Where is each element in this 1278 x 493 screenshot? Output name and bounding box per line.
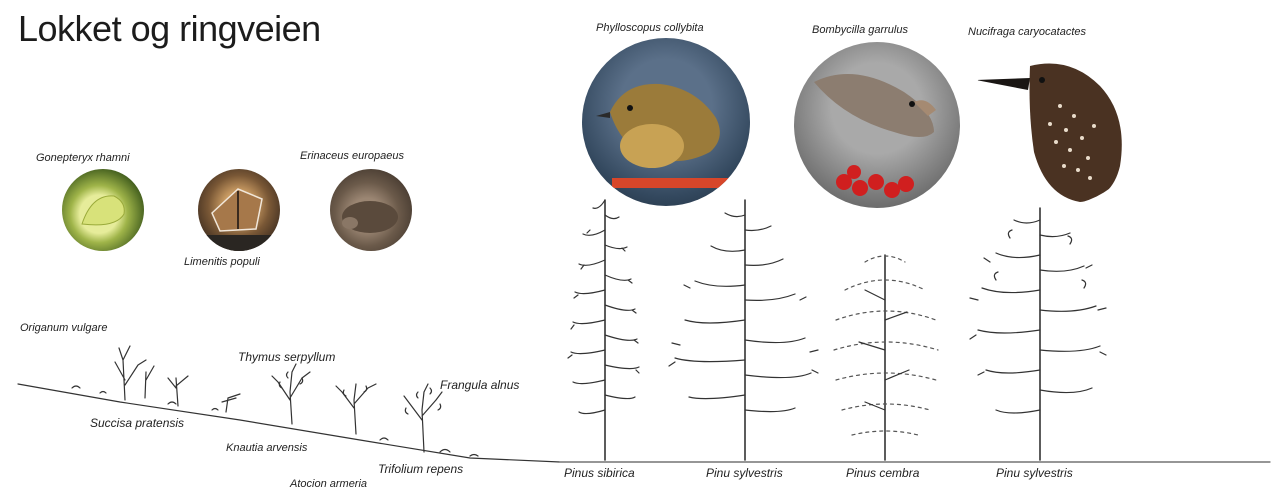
- waxwing-photo: [794, 42, 960, 208]
- tree-pinus-cembra: [834, 255, 938, 460]
- label-knautia-arvensis: Knautia arvensis: [226, 442, 307, 454]
- nutcracker-photo: [970, 46, 1142, 206]
- label-pinus-sibirica: Pinus sibirica: [564, 466, 635, 480]
- chiffchaff-bird-icon: [582, 38, 750, 206]
- label-pinu-sylvestris-2: Pinu sylvestris: [996, 466, 1073, 480]
- label-gonepteryx-rhamni: Gonepteryx rhamni: [36, 152, 130, 164]
- label-phylloscopus-collybita: Phylloscopus collybita: [596, 22, 704, 34]
- tree-pinus-sibirica: [568, 200, 639, 460]
- brimstone-butterfly-photo: [62, 169, 144, 251]
- poplar-admiral-photo: [198, 169, 280, 251]
- waxwing-bird-icon: [794, 42, 960, 208]
- shrub-2: [336, 384, 376, 434]
- label-atocion-armeria: Atocion armeria: [290, 478, 367, 490]
- label-pinu-sylvestris-1: Pinu sylvestris: [706, 466, 783, 480]
- label-bombycilla-garrulus: Bombycilla garrulus: [812, 24, 908, 36]
- brimstone-butterfly-icon: [62, 169, 144, 251]
- origanum-plant: [115, 346, 154, 400]
- tree-pinu-sylvestris-1: [669, 200, 818, 460]
- thymus-shrub: [272, 364, 310, 424]
- poplar-admiral-icon: [198, 169, 280, 251]
- hedgehog-icon: [330, 169, 412, 251]
- frangula-shrub: [404, 384, 442, 452]
- label-erinaceus-europaeus: Erinaceus europaeus: [300, 150, 404, 162]
- nutcracker-bird-icon: [970, 46, 1142, 206]
- label-frangula-alnus: Frangula alnus: [440, 378, 519, 392]
- tree-pinu-sylvestris-2: [970, 208, 1106, 460]
- hedgehog-photo: [330, 169, 412, 251]
- label-succisa-pratensis: Succisa pratensis: [90, 416, 184, 430]
- label-limenitis-populi: Limenitis populi: [184, 256, 260, 268]
- label-thymus-serpyllum: Thymus serpyllum: [238, 350, 335, 364]
- label-origanum-vulgare: Origanum vulgare: [20, 322, 107, 334]
- ground-line: [18, 384, 1270, 462]
- label-nucifraga-caryocatactes: Nucifraga caryocatactes: [968, 26, 1086, 38]
- chiffchaff-photo: [582, 38, 750, 206]
- label-pinus-cembra: Pinus cembra: [846, 466, 919, 480]
- label-trifolium-repens: Trifolium repens: [378, 462, 463, 476]
